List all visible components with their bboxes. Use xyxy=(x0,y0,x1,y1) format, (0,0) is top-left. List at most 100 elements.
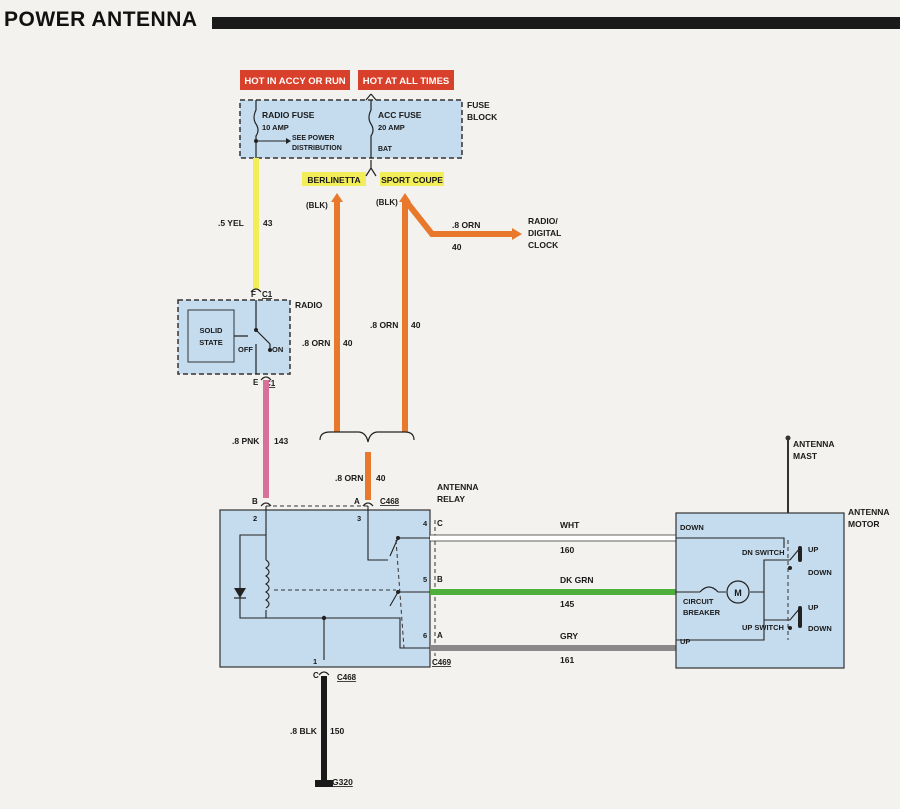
radio-conn-c1-bottom: C1 xyxy=(265,379,276,388)
motor-label-2: MOTOR xyxy=(848,519,879,529)
orn-num-sport: 40 xyxy=(411,320,421,330)
orn-num-merged: 40 xyxy=(376,473,386,483)
wire-orn-radio-clock xyxy=(402,198,512,237)
relay-armature-link xyxy=(274,539,405,649)
berlinetta-blk: (BLK) xyxy=(306,201,328,210)
ground-symbol xyxy=(315,780,333,787)
solid-state-1: SOLID xyxy=(200,326,224,335)
pnk-num: 143 xyxy=(274,436,288,446)
orn-size-sport: .8 ORN xyxy=(370,320,398,330)
circuit-breaker-2: BREAKER xyxy=(683,608,721,617)
relay-contact-4 xyxy=(396,536,400,540)
motor-down: DOWN xyxy=(680,523,704,532)
hot-always-label: HOT AT ALL TIMES xyxy=(363,76,450,87)
berlinetta-tag xyxy=(302,172,366,186)
motor-symbol xyxy=(726,580,750,604)
orn-size-merged: .8 ORN xyxy=(335,473,363,483)
radio-on: ON xyxy=(272,345,283,354)
orn-num-clock: 40 xyxy=(452,242,462,252)
relay-contacts xyxy=(240,506,430,660)
acc-fuse-arrow-right xyxy=(370,93,377,101)
dn-switch-down: DOWN xyxy=(808,568,832,577)
relay-conn-a: A xyxy=(437,631,443,640)
ground-conn-c: C xyxy=(313,671,319,680)
solid-state-2: STATE xyxy=(199,338,222,347)
blk-num: 150 xyxy=(330,726,344,736)
relay-contact-5 xyxy=(396,590,400,594)
sport-coupe-arrow xyxy=(399,193,411,202)
sport-coupe-label: SPORT COUPE xyxy=(381,175,443,185)
connector-b xyxy=(260,502,272,507)
relay-label-1: ANTENNA xyxy=(437,482,479,492)
radio-clock-3: CLOCK xyxy=(528,240,559,250)
acc-fuse-arrow-left xyxy=(365,93,372,101)
relay-conn-b: B xyxy=(437,575,443,584)
relay-ground-junction xyxy=(321,615,327,621)
connector-a xyxy=(362,502,374,507)
hot-accy-label: HOT IN ACCY OR RUN xyxy=(244,76,345,87)
fuse-block xyxy=(239,99,463,159)
dn-switch-up: UP xyxy=(808,545,818,554)
acc-fuse-symbol xyxy=(368,100,374,158)
switch-pivot xyxy=(254,328,258,332)
see-power-1: SEE POWER xyxy=(292,135,334,142)
circuit-breaker-symbol xyxy=(699,586,719,593)
orn-num-berlinetta: 40 xyxy=(343,338,353,348)
gry-label: GRY xyxy=(560,631,578,641)
radio-fuse-amp: 10 AMP xyxy=(262,123,289,132)
relay-pin-3: 3 xyxy=(357,514,361,523)
radio-fuse-label: RADIO FUSE xyxy=(262,110,315,120)
wht-label: WHT xyxy=(560,520,580,530)
conn-c468-top: C468 xyxy=(380,497,400,506)
yel-num: 43 xyxy=(263,218,273,228)
dn-switch-down-contact xyxy=(788,566,792,570)
orn-size-berlinetta: .8 ORN xyxy=(302,338,330,348)
mast-tip xyxy=(785,435,791,441)
relay-label-2: RELAY xyxy=(437,494,465,504)
acc-fuse-label: ACC FUSE xyxy=(378,110,422,120)
see-power-2: DISTRIBUTION xyxy=(292,145,342,152)
relay-conn-c: C xyxy=(437,519,443,528)
orn-size-clock: .8 ORN xyxy=(452,220,480,230)
dn-switch-label: DN SWITCH xyxy=(742,548,785,557)
model-split xyxy=(365,160,377,177)
blk-size: .8 BLK xyxy=(290,726,318,736)
relay-pin-1: 1 xyxy=(313,657,317,666)
radio-off: OFF xyxy=(238,345,253,354)
fuse-block-label-1: FUSE xyxy=(467,100,490,110)
relay-pin-5: 5 xyxy=(423,575,427,584)
dkgrn-num: 145 xyxy=(560,599,574,609)
motor-label-1: ANTENNA xyxy=(848,507,890,517)
dkgrn-label: DK GRN xyxy=(560,575,594,585)
hot-accy-badge xyxy=(240,70,350,90)
wht-num: 160 xyxy=(560,545,574,555)
motor-m: M xyxy=(734,588,742,598)
radio-conn-f: F xyxy=(251,290,256,299)
switch-on-contact xyxy=(268,348,272,352)
relay-pin-6: 6 xyxy=(423,631,427,640)
antenna-motor-box xyxy=(675,512,845,669)
mast-label-2: MAST xyxy=(793,451,818,461)
see-power-arrow xyxy=(286,138,291,144)
connector-c1-bottom xyxy=(260,376,272,381)
up-switch-down: DOWN xyxy=(808,624,832,633)
sport-coupe-tag xyxy=(380,172,444,186)
conn-c468-bottom: C468 xyxy=(337,673,357,682)
berlinetta-arrow xyxy=(331,193,343,202)
solid-state-box xyxy=(187,309,235,363)
radio-clock-1: RADIO/ xyxy=(528,216,558,226)
relay-diode xyxy=(234,588,246,598)
connector-c1-top xyxy=(250,288,262,293)
hot-always-badge xyxy=(358,70,454,90)
radio-label: RADIO xyxy=(295,300,323,310)
antenna-relay-box xyxy=(219,509,431,668)
connector-c468-bottom xyxy=(318,671,330,676)
radio-conn-c1-top: C1 xyxy=(262,290,273,299)
up-switch-up: UP xyxy=(808,603,818,612)
yel-size: .5 YEL xyxy=(218,218,244,228)
radio-fuse-symbol xyxy=(253,100,259,158)
bat-label: BAT xyxy=(378,146,393,153)
up-switch-label: UP SWITCH xyxy=(742,623,784,632)
conn-c469: C469 xyxy=(432,658,452,667)
